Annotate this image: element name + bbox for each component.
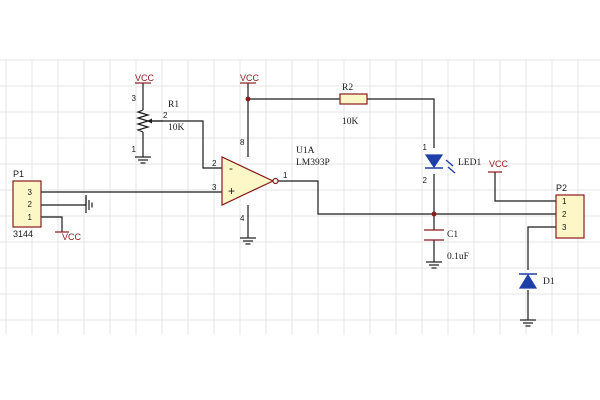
connector-p2-pin1: 1 (562, 197, 567, 206)
diode-d1: D1 (518, 273, 555, 289)
potentiometer-r1-pin-wiper: 2 (163, 111, 168, 120)
vcc-label: VCC (240, 73, 260, 83)
comparator-inv-sign: - (229, 161, 233, 175)
comparator-pin-vcc: 8 (240, 138, 245, 147)
connector-p1-part: 3144 (13, 229, 33, 239)
led-led1-ray1 (445, 159, 454, 167)
vcc-symbol-u1: VCC (240, 73, 260, 84)
connector-p1-pin2: 2 (28, 200, 33, 209)
comparator-ref: U1A (296, 146, 315, 156)
connector-p2-pin3: 3 (562, 223, 567, 232)
resistor-r2-body (339, 93, 368, 105)
connector-p2: P2 1 2 3 (555, 183, 585, 239)
potentiometer-r1-value: 10K (168, 123, 185, 133)
diode-d1-body (518, 273, 538, 289)
junction-output (431, 211, 437, 217)
led-led1: LED1 1 2 (423, 143, 482, 185)
wire-r1-wiper-to-inv (147, 120, 222, 169)
potentiometer-r1-pin-bottom: 1 (132, 145, 137, 154)
vcc-symbol-p1: VCC (55, 231, 82, 242)
vcc-label: VCC (489, 159, 509, 169)
comparator-pin-gnd: 4 (240, 214, 245, 223)
connector-p1-body (12, 180, 42, 228)
wire-r2-to-led (367, 98, 435, 148)
potentiometer-r1-pin-top: 3 (132, 94, 137, 103)
connector-p2-body (555, 194, 585, 239)
connector-p1: P1 3144 3 2 1 (12, 169, 42, 239)
comparator-pin-out: 1 (283, 171, 288, 180)
comparator-pin-inv: 2 (212, 159, 217, 168)
connector-p1-pin1: 1 (28, 213, 33, 222)
junction-vcc (245, 96, 251, 102)
led-led1-ray2 (447, 166, 456, 174)
comparator-noninv-sign: + (228, 184, 235, 198)
connector-p1-ref: P1 (13, 169, 24, 179)
potentiometer-r1: R1 10K 3 2 1 (132, 94, 185, 154)
capacitor-c1-value: 0.1uF (447, 252, 469, 262)
ground-symbol-r1 (135, 156, 151, 164)
vcc-label: VCC (135, 73, 155, 83)
led-led1-body (424, 154, 444, 169)
comparator-pin-noninv: 3 (212, 183, 217, 192)
ground-symbol-p1 (85, 197, 93, 213)
resistor-r2: R2 10K (339, 83, 368, 127)
comparator-u1a-output-bubble (272, 177, 279, 185)
resistor-r2-ref: R2 (342, 83, 353, 93)
led-led1-pin-cathode: 2 (423, 176, 428, 185)
diode-d1-ref: D1 (543, 277, 555, 287)
ground-symbol-u1 (240, 237, 256, 245)
resistor-r2-value: 10K (342, 117, 359, 127)
ground-symbol-c1 (426, 261, 442, 269)
vcc-symbol-r1: VCC (135, 73, 155, 84)
wire-output-node (278, 180, 556, 215)
potentiometer-r1-ref: R1 (168, 100, 179, 110)
comparator-u1a: - + U1A LM393P 2 3 1 8 4 (212, 138, 330, 223)
connector-p2-ref: P2 (556, 183, 567, 193)
wire-p2-to-d1 (527, 226, 556, 270)
led-led1-pin-anode: 1 (423, 143, 428, 152)
potentiometer-r1-arrow (147, 118, 152, 124)
wire-vcc-to-p2 (494, 172, 556, 202)
connector-p2-pin2: 2 (562, 210, 567, 219)
connector-p1-pin3: 3 (28, 188, 33, 197)
wire-p1-vcc (41, 216, 63, 232)
vcc-symbol-p2: VCC (488, 159, 509, 173)
comparator-u1a-body (221, 156, 275, 206)
led-led1-ref: LED1 (458, 158, 481, 168)
ground-symbol-d1 (520, 319, 536, 327)
vcc-label: VCC (62, 232, 82, 242)
grid (0, 59, 600, 335)
capacitor-c1-ref: C1 (447, 230, 458, 240)
wires (41, 83, 556, 320)
comparator-part: LM393P (296, 158, 330, 168)
capacitor-c1: C1 0.1uF (424, 229, 469, 262)
